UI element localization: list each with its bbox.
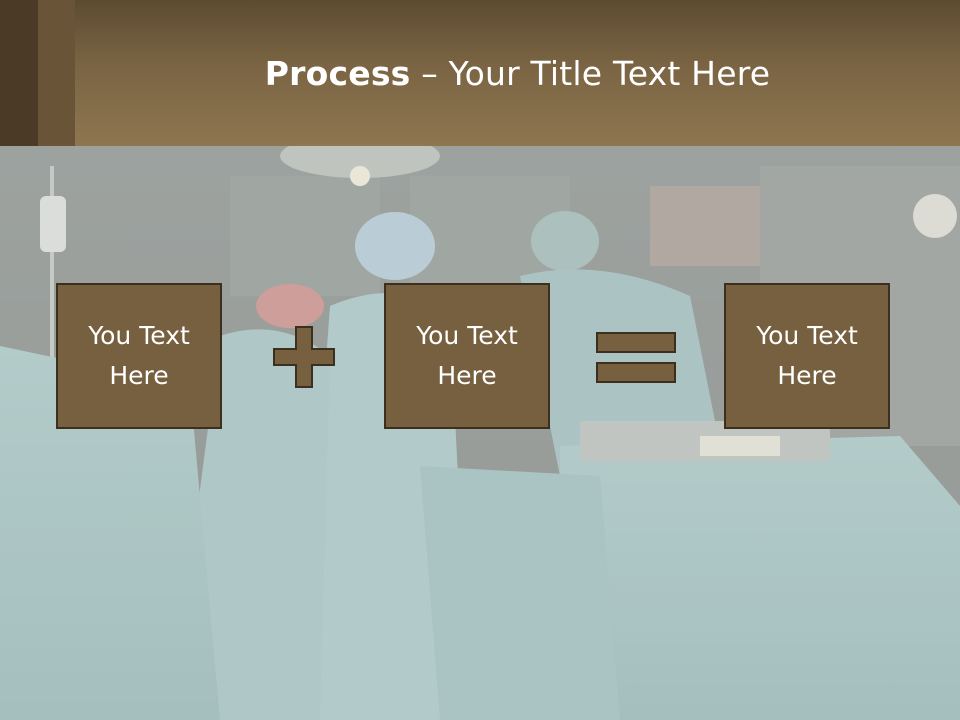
photo-veil — [0, 146, 960, 720]
process-box-1[interactable]: You Text Here — [56, 283, 222, 429]
title-banner: Process – Your Title Text Here — [0, 0, 960, 146]
equals-icon — [596, 332, 676, 383]
title-bold: Process — [264, 54, 411, 93]
banner-accent-dark — [0, 0, 38, 146]
title-rest: – Your Title Text Here — [410, 54, 771, 93]
operating-room-photo — [0, 146, 960, 720]
banner-accent-mid — [38, 0, 75, 146]
slide-title[interactable]: Process – Your Title Text Here — [75, 54, 960, 93]
plus-icon — [273, 326, 335, 388]
process-box-2[interactable]: You Text Here — [384, 283, 550, 429]
process-box-3[interactable]: You Text Here — [724, 283, 890, 429]
